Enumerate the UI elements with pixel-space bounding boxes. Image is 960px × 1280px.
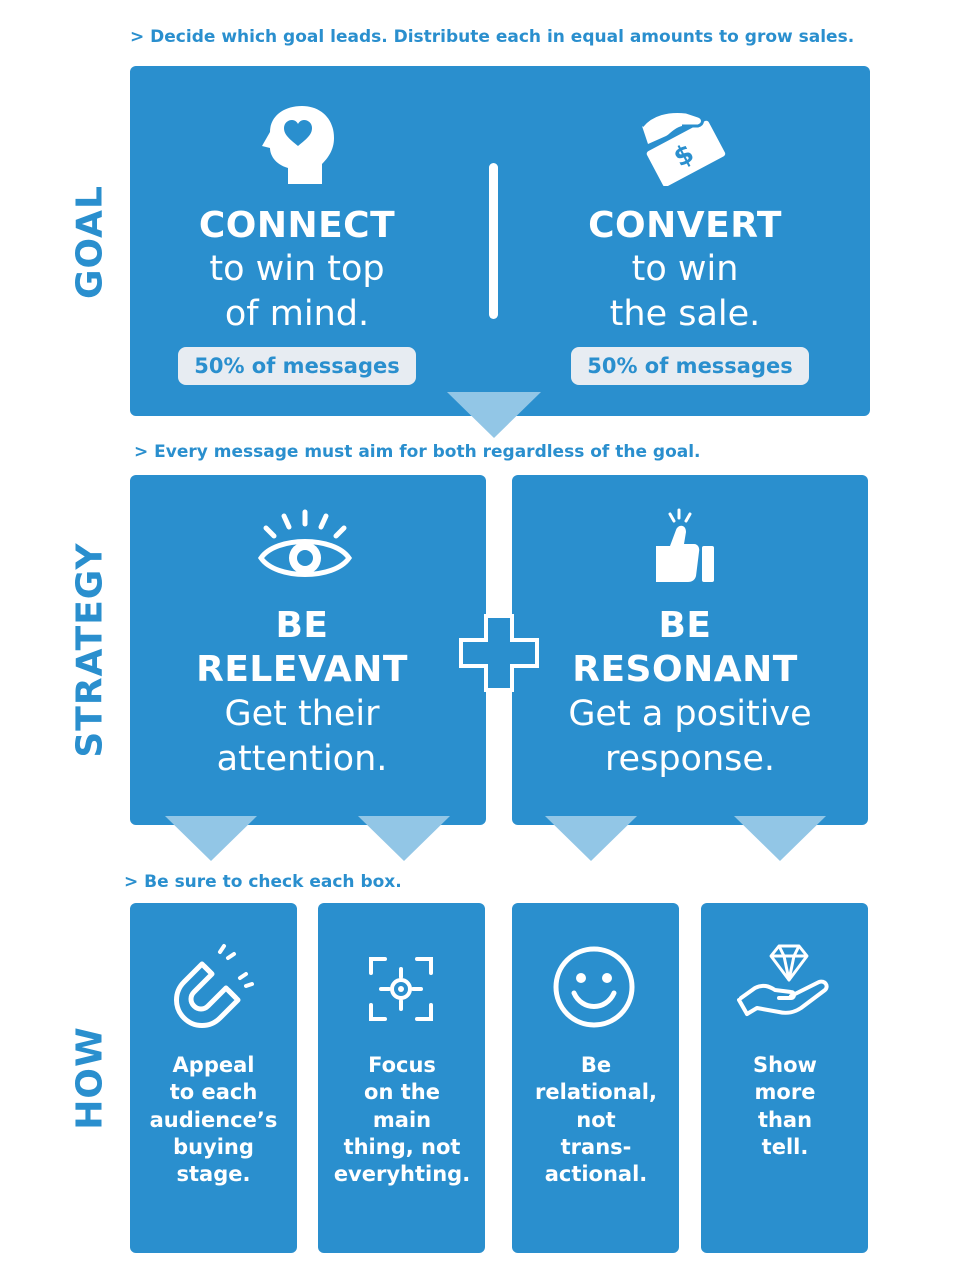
eye-icon xyxy=(257,509,353,577)
head-heart-icon xyxy=(262,106,334,184)
resonant-line1: Get a positive xyxy=(568,694,812,734)
hand-money-icon: $ xyxy=(640,110,726,186)
connect-line1: to win top xyxy=(209,249,385,289)
convert-line1: to win xyxy=(631,249,739,289)
thumbs-up-icon xyxy=(656,508,714,582)
resonant-line2: response. xyxy=(604,739,776,779)
relevant-title2: RELEVANT xyxy=(196,649,408,690)
relevant-arrow-left xyxy=(165,816,257,861)
strategy-note: > Every message must aim for both regard… xyxy=(134,442,701,462)
resonant-box xyxy=(512,475,868,825)
relevant-line2: attention. xyxy=(216,739,388,779)
focus-target-icon xyxy=(369,957,433,1021)
how-note: > Be sure to check each box. xyxy=(124,872,402,892)
relevant-line1: Get their xyxy=(224,694,380,734)
connect-title: CONNECT xyxy=(198,205,396,246)
goal-down-arrow xyxy=(447,392,541,438)
goal-note: > Decide which goal leads. Distribute ea… xyxy=(130,27,855,47)
section-label-goal: GOAL xyxy=(69,185,111,299)
how-box-2 xyxy=(318,903,485,1253)
resonant-arrow-right xyxy=(734,816,826,861)
relevant-title1: BE xyxy=(275,605,329,646)
convert-pill: 50% of messages xyxy=(571,347,809,385)
resonant-title1: BE xyxy=(658,605,712,646)
convert-title: CONVERT xyxy=(588,205,782,246)
resonant-title2: RESONANT xyxy=(572,649,798,690)
resonant-arrow-left xyxy=(545,816,637,861)
connect-pill: 50% of messages xyxy=(178,347,416,385)
connect-line2: of mind. xyxy=(224,294,370,334)
magnet-icon xyxy=(174,944,254,1028)
relevant-box xyxy=(130,475,486,825)
relevant-arrow-right xyxy=(358,816,450,861)
hand-diamond-icon xyxy=(737,944,829,1016)
smiley-icon xyxy=(553,946,635,1028)
section-label-how: HOW xyxy=(69,1026,111,1130)
goal-divider xyxy=(489,163,498,319)
section-label-strategy: STRATEGY xyxy=(69,542,111,758)
how-box-1 xyxy=(130,903,297,1253)
convert-line2: the sale. xyxy=(609,294,761,334)
how-box-3 xyxy=(512,903,679,1253)
plus-icon xyxy=(459,614,539,692)
